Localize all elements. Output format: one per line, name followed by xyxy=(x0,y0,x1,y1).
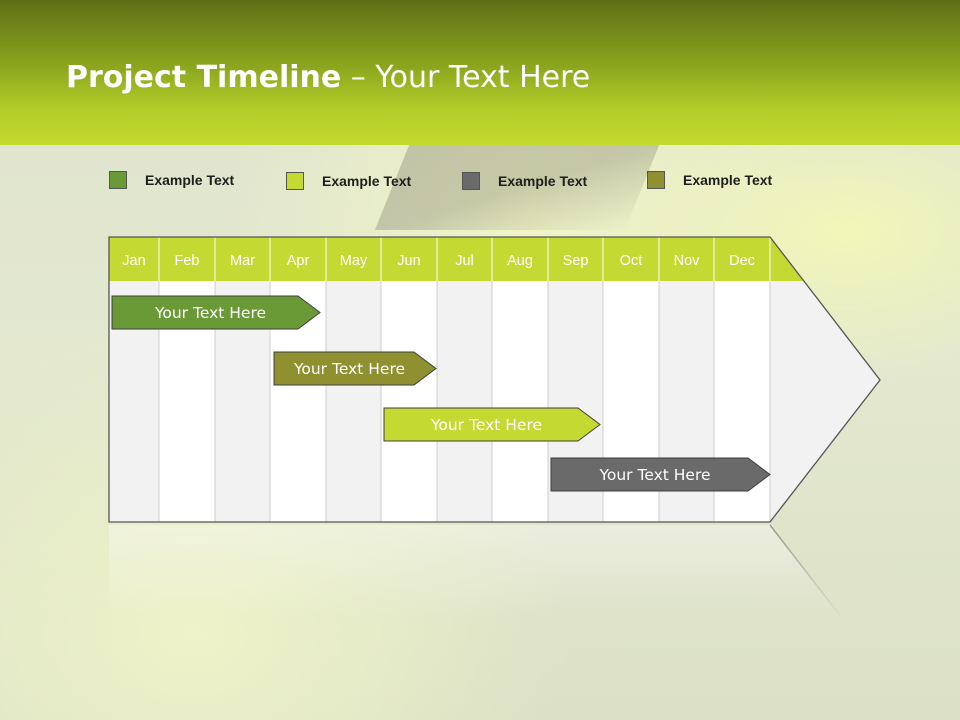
task-bar-label: Your Text Here xyxy=(293,360,405,378)
task-bar-shape xyxy=(550,457,771,492)
legend-swatch-4 xyxy=(647,171,665,189)
month-label-dec: Dec xyxy=(729,253,755,269)
page-title: Project Timeline – Your Text Here xyxy=(66,60,590,95)
month-label-may: May xyxy=(340,253,368,269)
month-label-feb: Feb xyxy=(175,253,200,269)
month-label-jul: Jul xyxy=(455,253,474,269)
month-column-may xyxy=(326,281,381,522)
task-bar-shape xyxy=(111,295,321,330)
task-bar-shape xyxy=(383,407,601,442)
month-label-mar: Mar xyxy=(230,253,255,269)
timeline-reflection xyxy=(108,524,846,625)
month-header-strip xyxy=(109,237,803,281)
timeline-arrow-outline xyxy=(108,236,881,523)
task-bar-shape xyxy=(273,351,437,386)
month-label-apr: Apr xyxy=(287,253,310,269)
legend-swatch-1 xyxy=(109,171,127,189)
task-bar-1: Your Text Here xyxy=(111,295,321,330)
month-column-jun xyxy=(381,281,437,522)
task-bar-4: Your Text Here xyxy=(550,457,771,492)
task-bar-label: Your Text Here xyxy=(430,416,542,434)
month-label-aug: Aug xyxy=(507,253,533,269)
task-bar-2: Your Text Here xyxy=(273,351,437,386)
legend-label-3: Example Text xyxy=(498,173,588,189)
legend-label-4: Example Text xyxy=(683,172,773,188)
title-rest: – Your Text Here xyxy=(341,60,591,95)
title-bold: Project Timeline xyxy=(66,60,342,95)
legend-swatch-3 xyxy=(462,172,480,190)
month-labels: Jan Feb Mar Apr May Jun Jul Aug Sep Oct Nov Dec xyxy=(122,253,755,269)
legend-label-2: Example Text xyxy=(322,173,412,189)
month-label-nov: Nov xyxy=(674,253,701,269)
legend-swatch-2 xyxy=(286,172,304,190)
month-label-jan: Jan xyxy=(122,253,145,269)
month-label-jun: Jun xyxy=(397,253,420,269)
month-column-jul xyxy=(437,281,492,522)
task-bar-label: Your Text Here xyxy=(598,466,710,484)
month-column-aug xyxy=(492,281,548,522)
task-bar-3: Your Text Here xyxy=(383,407,601,442)
title-banner: Project Timeline – Your Text Here xyxy=(0,0,960,145)
month-label-oct: Oct xyxy=(620,253,643,269)
month-label-sep: Sep xyxy=(563,253,589,269)
legend-label-1: Example Text xyxy=(145,172,235,188)
task-bar-label: Your Text Here xyxy=(154,304,266,322)
